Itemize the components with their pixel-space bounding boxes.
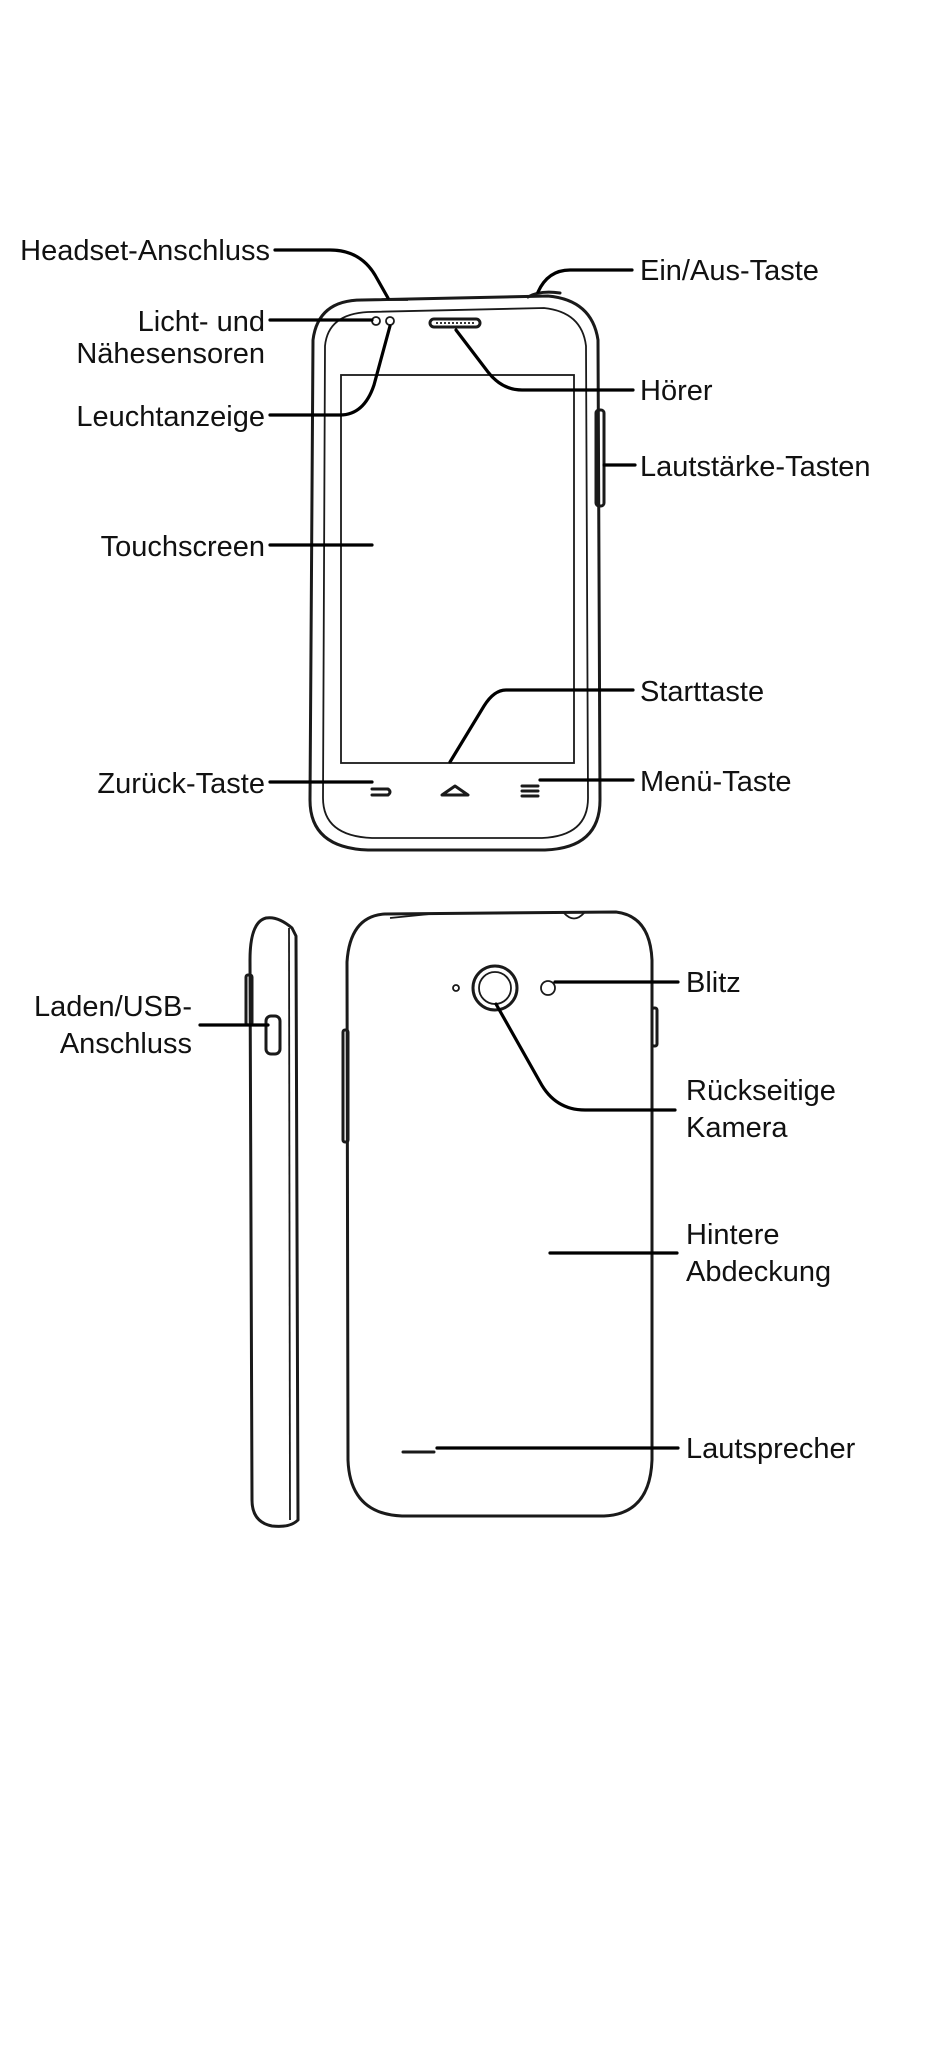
back-key	[372, 789, 390, 795]
touchscreen-area	[341, 375, 574, 763]
microphone-hole	[453, 985, 459, 991]
label-touchscreen: Touchscreen	[101, 531, 265, 563]
label-headset: Headset-Anschluss	[20, 235, 270, 267]
front-bezel-outline	[323, 308, 588, 838]
front-view	[310, 292, 604, 850]
leader-earpiece	[456, 330, 633, 390]
label-indicator: Leuchtanzeige	[76, 401, 265, 433]
rear-camera-inner	[479, 972, 511, 1004]
leader-indicator	[270, 326, 390, 415]
label-volume: Lautstärke-Tasten	[640, 451, 871, 483]
camera-flash	[541, 981, 555, 995]
leader-headset	[275, 250, 388, 298]
front-body-outline	[310, 296, 600, 850]
side-edge-line	[289, 928, 290, 1520]
menu-key	[522, 786, 538, 796]
label-charging-line2: Anschluss	[60, 1028, 192, 1060]
back-side-key	[343, 1030, 348, 1142]
label-back-cover-line1: Hintere	[686, 1219, 780, 1251]
label-menu: Menü-Taste	[640, 766, 792, 798]
label-back: Zurück-Taste	[97, 768, 265, 800]
back-view	[343, 912, 657, 1516]
label-charging-line1: Laden/USB-	[34, 991, 192, 1023]
leader-power	[538, 270, 632, 292]
label-sensors-line1: Licht- und	[138, 306, 265, 338]
label-speaker: Lautsprecher	[686, 1433, 856, 1465]
label-rear-camera-line2: Kamera	[686, 1112, 788, 1144]
leader-home	[450, 690, 633, 762]
label-sensors-line2: Nähesensoren	[76, 338, 265, 370]
label-flash: Blitz	[686, 967, 741, 999]
label-back-cover-line2: Abdeckung	[686, 1256, 831, 1288]
label-power: Ein/Aus-Taste	[640, 255, 819, 287]
indicator-light	[386, 317, 394, 325]
leader-rear-camera	[496, 1004, 675, 1110]
usb-port	[266, 1016, 280, 1054]
side-view	[246, 918, 298, 1527]
home-key	[442, 786, 468, 795]
label-rear-camera-line1: Rückseitige	[686, 1075, 836, 1107]
side-body-outline	[250, 918, 298, 1527]
label-home: Starttaste	[640, 676, 764, 708]
label-earpiece: Hörer	[640, 375, 713, 407]
back-right-key	[652, 1008, 657, 1046]
